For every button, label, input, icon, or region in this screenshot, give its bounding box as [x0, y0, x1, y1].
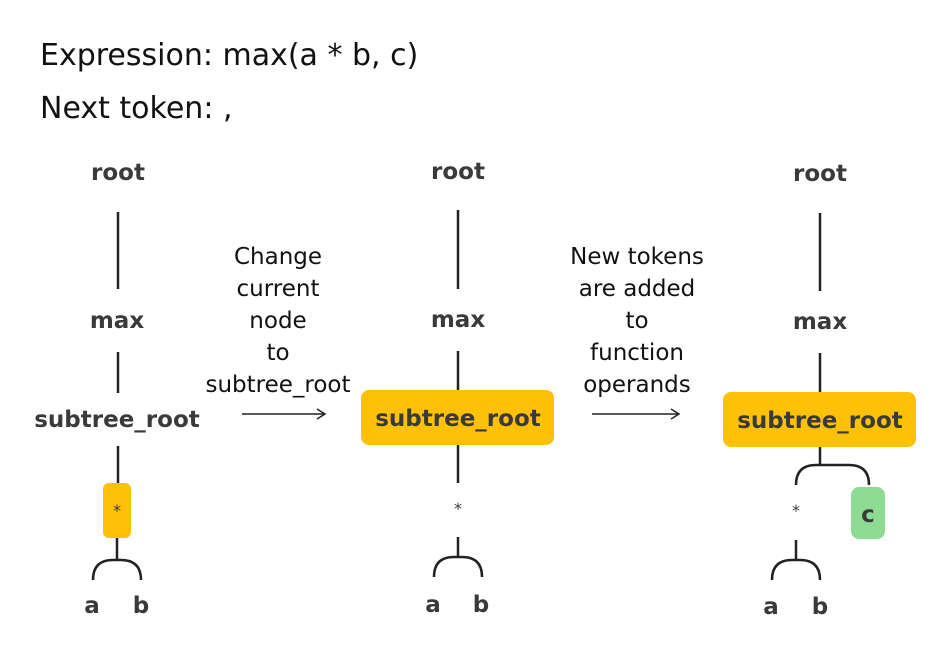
stage-3-current-node-highlight: [723, 392, 916, 447]
stage-1-max-node: max: [90, 308, 144, 334]
stage-2-current-node-highlight: [361, 390, 554, 445]
stage-3-root-node: root: [793, 161, 847, 187]
stage-2-subtree-root-node: subtree_root: [375, 406, 541, 432]
stage-2-max-node: max: [431, 307, 485, 333]
transition-1-line-4: to: [266, 340, 289, 366]
stage-1-tree: root max subtree_root * a b: [34, 160, 200, 619]
stage-1-leaf-b: b: [133, 593, 149, 619]
transition-1-line-2: current: [237, 276, 320, 302]
stage-3-star-node: *: [792, 501, 800, 520]
transition-1-line-3: node: [249, 308, 306, 334]
stage-2-tree: root max subtree_root * a b: [361, 159, 554, 618]
stage-3-new-operand-c: c: [861, 502, 875, 528]
transition-2: New tokens are added to function operand…: [570, 244, 704, 420]
transition-2-line-2: are added: [579, 276, 696, 302]
transition-1: Change current node to subtree_root: [205, 244, 351, 420]
stage-3-leaf-a: a: [763, 594, 779, 620]
stage-1-root-node: root: [91, 160, 145, 186]
stage-3-tree: root max subtree_root * c a b: [723, 161, 916, 620]
stage-1-leaf-a: a: [84, 593, 100, 619]
stage-2-leaf-b: b: [473, 592, 489, 618]
transition-2-line-4: function: [590, 340, 684, 366]
transition-1-line-1: Change: [234, 244, 322, 270]
transition-1-arrow-icon: [242, 408, 327, 420]
stage-2-root-node: root: [431, 159, 485, 185]
stage-1-star-node: *: [113, 501, 121, 520]
transition-2-line-1: New tokens: [570, 244, 704, 270]
transition-1-line-5: subtree_root: [205, 372, 350, 398]
transition-2-arrow-icon: [592, 408, 681, 420]
stage-3-operands-bracket: [794, 463, 871, 486]
transition-2-line-5: operands: [583, 372, 691, 398]
stage-2-children-bracket: [432, 555, 484, 578]
stage-3-children-bracket: [770, 558, 822, 581]
stage-1-children-bracket: [91, 558, 143, 581]
stage-1-subtree-root-node: subtree_root: [34, 407, 200, 433]
stage-3-new-operand-highlight: [851, 487, 885, 539]
stage-3-subtree-root-node: subtree_root: [737, 408, 903, 434]
stage-3-leaf-b: b: [812, 594, 828, 620]
transition-2-line-3: to: [625, 308, 648, 334]
next-token-label: Next token: ,: [40, 91, 233, 126]
expression-label: Expression: max(a * b, c): [40, 38, 419, 73]
stage-2-star-node: *: [454, 499, 462, 518]
stage-1-current-node-highlight: [103, 483, 131, 538]
stage-3-max-node: max: [793, 309, 847, 335]
stage-2-leaf-a: a: [425, 592, 441, 618]
